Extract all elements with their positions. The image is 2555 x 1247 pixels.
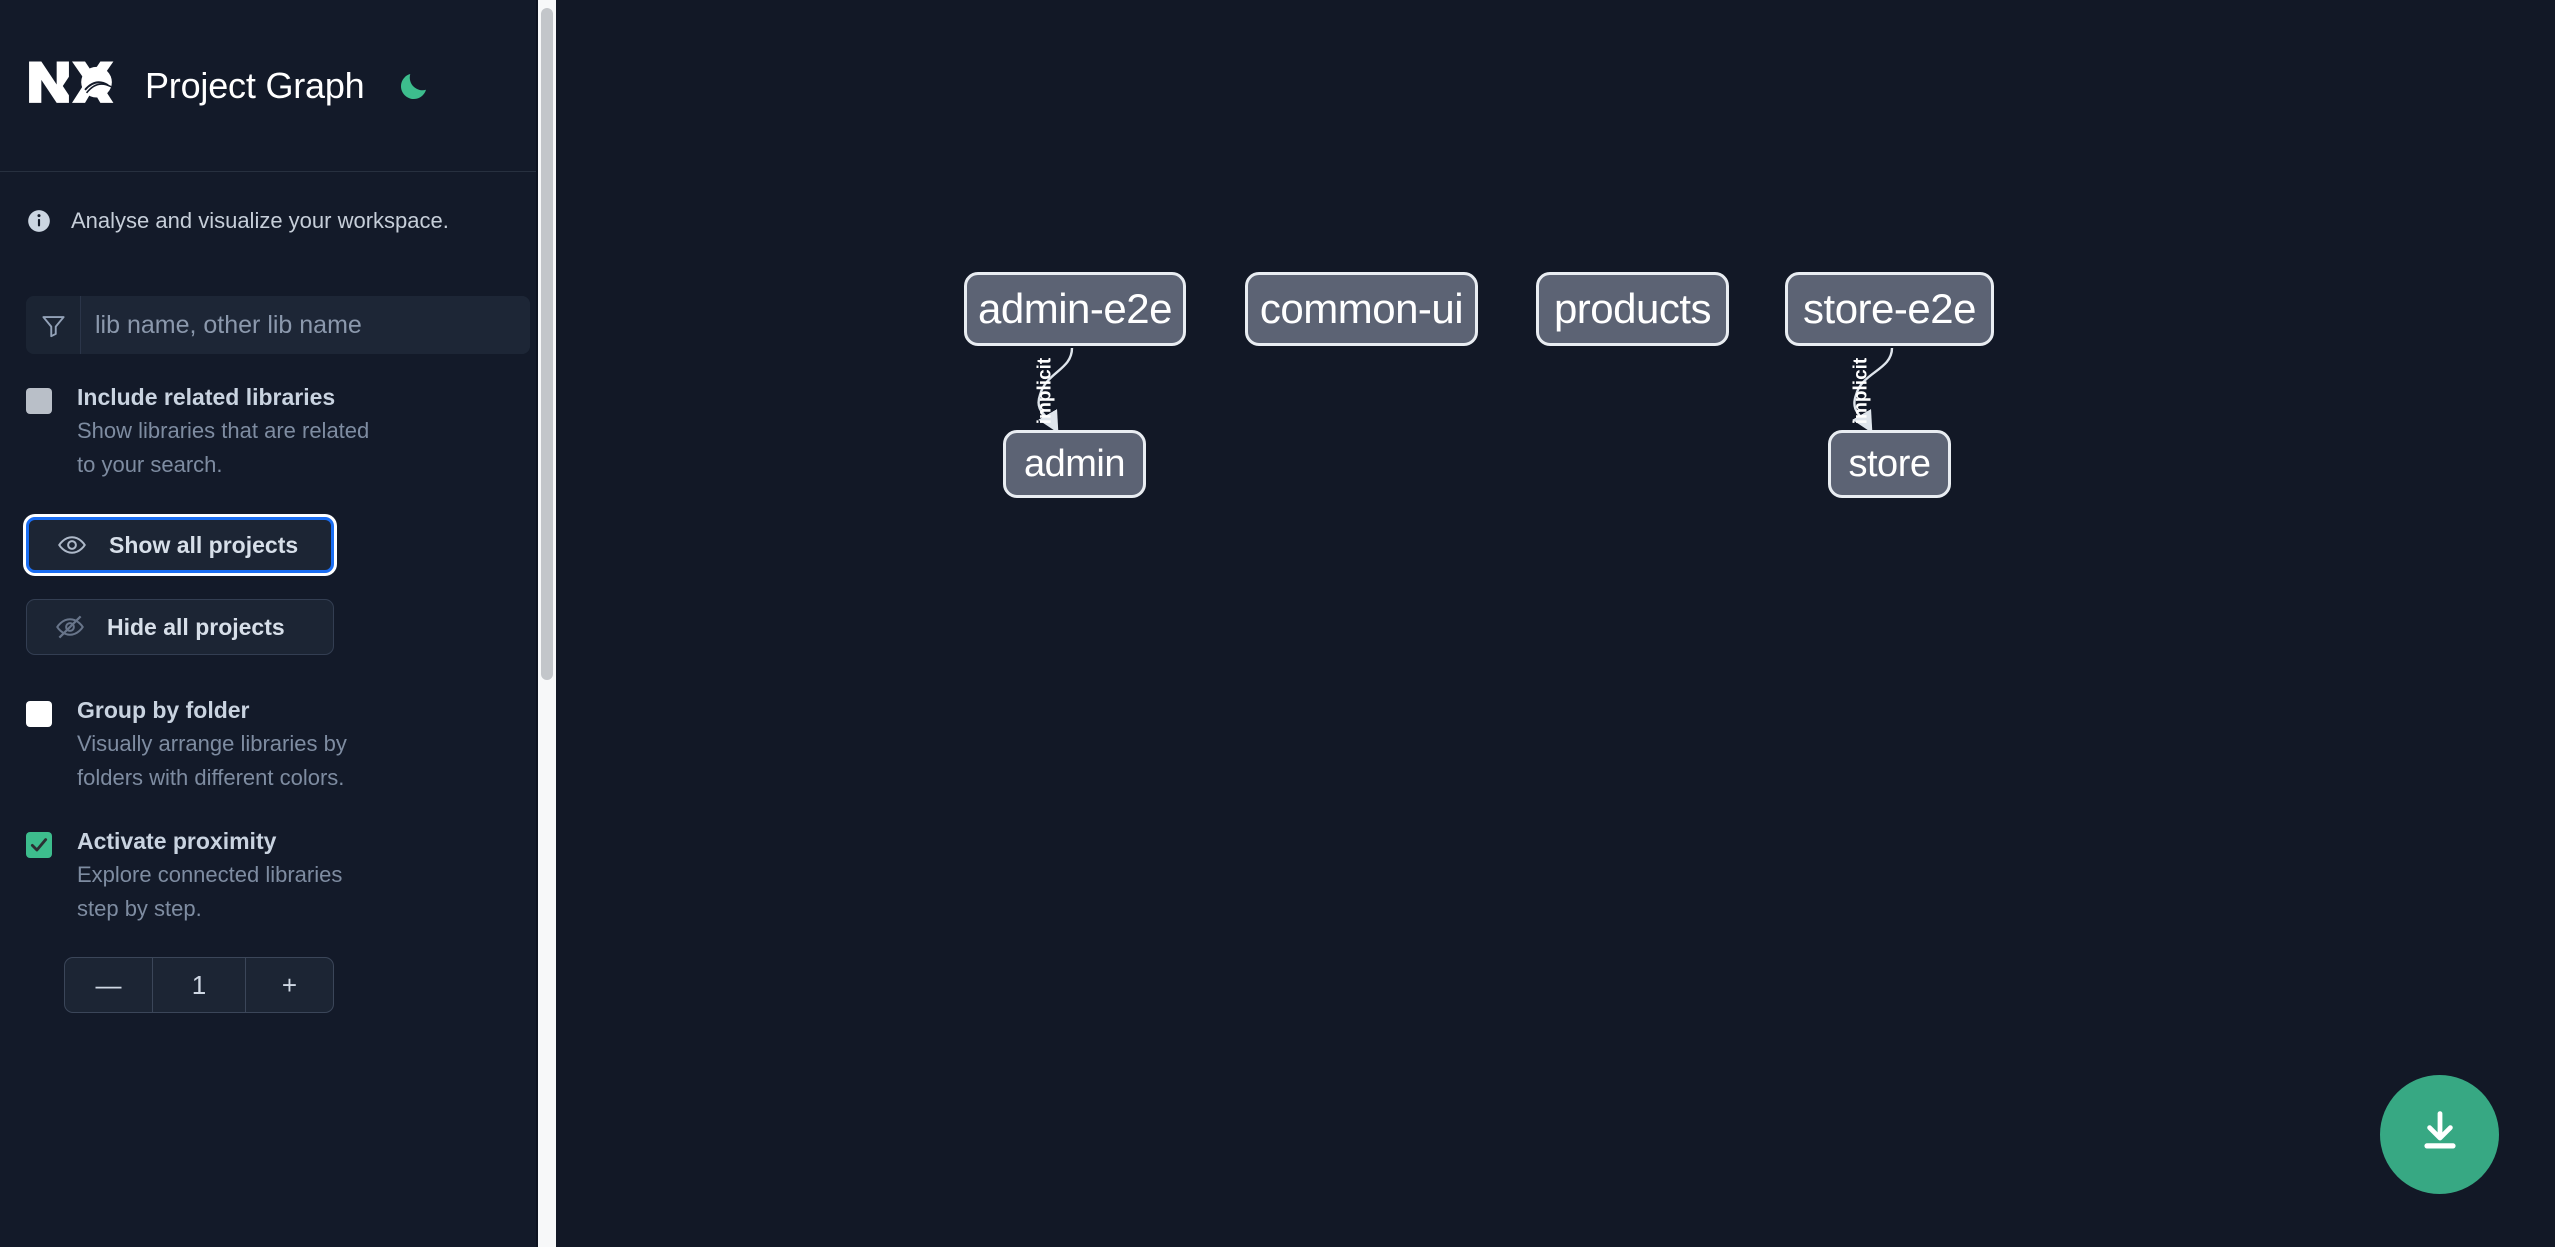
group-by-folder-checkbox[interactable]: [26, 701, 52, 727]
edge-label-implicit-store: implicit: [1850, 357, 1872, 425]
graph-canvas[interactable]: admin-e2e common-ui products store-e2e a…: [556, 0, 2555, 1247]
filter-icon: [26, 296, 81, 354]
activate-proximity-description: Explore connected libraries step by step…: [77, 862, 343, 921]
sidebar-scrollbar[interactable]: [538, 0, 556, 1247]
graph-node-admin[interactable]: admin: [1003, 430, 1146, 498]
graph-node-common-ui[interactable]: common-ui: [1245, 272, 1478, 346]
include-related-libraries-description: Show libraries that are related to your …: [77, 418, 370, 477]
edge-label-implicit-admin: implicit: [1034, 357, 1056, 425]
page-title: Project Graph: [145, 64, 365, 106]
eye-icon: [57, 530, 87, 560]
show-all-projects-button[interactable]: Show all projects: [26, 517, 334, 573]
activate-proximity-label: Activate proximity: [77, 828, 277, 854]
sidebar: Project Graph Analyse and visualize yo: [0, 0, 556, 1247]
graph-node-store-e2e[interactable]: store-e2e: [1785, 272, 1994, 346]
sidebar-header: Project Graph: [0, 0, 556, 172]
download-icon: [2414, 1106, 2466, 1163]
proximity-value: 1: [191, 969, 207, 1000]
sidebar-tagline: Analyse and visualize your workspace.: [0, 172, 556, 244]
sidebar-scrollbar-thumb[interactable]: [541, 8, 553, 680]
proximity-increment-button[interactable]: +: [245, 958, 333, 1012]
moon-icon[interactable]: [394, 66, 434, 106]
include-related-libraries-label: Include related libraries: [77, 384, 336, 410]
graph-node-products[interactable]: products: [1536, 272, 1729, 346]
nx-logo-icon: [26, 55, 118, 117]
tagline-text: Analyse and visualize your workspace.: [71, 208, 449, 233]
group-by-folder-description: Visually arrange libraries by folders wi…: [77, 731, 347, 790]
search-box[interactable]: [26, 296, 530, 354]
download-graph-button[interactable]: [2380, 1075, 2499, 1194]
proximity-decrement-button[interactable]: —: [65, 958, 153, 1012]
edge-store-e2e-to-store: [1852, 347, 1894, 434]
group-by-folder-row[interactable]: Group by folder Visually arrange librari…: [26, 697, 530, 794]
include-related-libraries-checkbox[interactable]: [26, 388, 52, 414]
eye-off-icon: [55, 612, 85, 642]
graph-node-admin-e2e[interactable]: admin-e2e: [964, 272, 1186, 346]
proximity-stepper[interactable]: — 1 +: [64, 957, 334, 1013]
graph-edges: [1037, 347, 1894, 434]
activate-proximity-row[interactable]: Activate proximity Explore connected lib…: [26, 828, 530, 925]
include-related-libraries-row[interactable]: Include related libraries Show libraries…: [26, 384, 530, 481]
sidebar-edge: [536, 0, 538, 1247]
edge-admin-e2e-to-admin: [1037, 347, 1074, 434]
hide-all-projects-button[interactable]: Hide all projects: [26, 599, 334, 655]
show-all-projects-label: Show all projects: [109, 531, 299, 558]
info-icon: [26, 208, 52, 234]
activate-proximity-checkbox[interactable]: [26, 832, 52, 858]
hide-all-projects-label: Hide all projects: [107, 613, 285, 640]
graph-node-store[interactable]: store: [1828, 430, 1951, 498]
group-by-folder-label: Group by folder: [77, 697, 250, 723]
search-input[interactable]: [81, 296, 530, 354]
